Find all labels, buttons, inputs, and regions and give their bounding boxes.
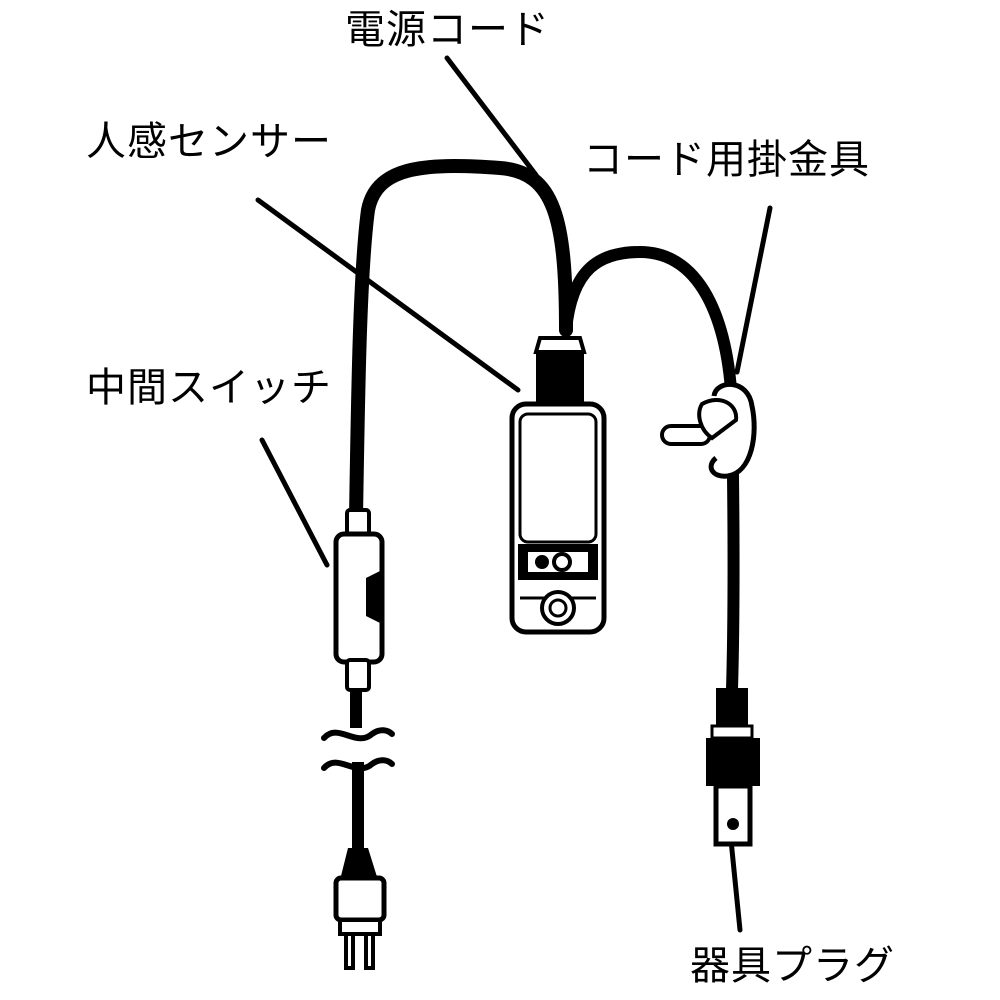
sensor-lens-inner (548, 598, 568, 618)
plug-prong-right (364, 932, 375, 970)
cord-break-mark (321, 727, 395, 772)
switch-strain-relief-bottom (345, 658, 371, 692)
sensor-dial-left (535, 555, 549, 569)
hook-plate (697, 398, 739, 441)
inline-switch (333, 508, 385, 692)
plug-prong-left (344, 932, 355, 970)
wall-plug (333, 848, 387, 970)
break-mark-top (321, 727, 395, 742)
appliance-plug-head (713, 783, 753, 847)
leader-line-power-cord (444, 55, 539, 178)
leader-line-inline-switch (259, 437, 330, 568)
label-cord-hook: コード用掛金具 (583, 137, 870, 183)
sensor-neck (536, 350, 584, 410)
plug-neck (340, 848, 378, 880)
sensor-cap (533, 336, 587, 354)
leader-line-appliance-plug (727, 827, 743, 933)
appliance-plug-ring (710, 724, 754, 740)
appliance-plug-grip (706, 738, 760, 786)
sensor-output-cord (560, 245, 740, 696)
appliance-plug (706, 688, 760, 847)
motion-sensor (509, 336, 607, 635)
leader-lines (255, 55, 773, 933)
label-motion-sensor: 人感センサー (86, 119, 332, 165)
plug-head (333, 875, 387, 923)
leader-line-motion-sensor (255, 197, 521, 393)
appliance-plug-strain-relief (716, 688, 748, 726)
sensor-window (518, 412, 598, 544)
plug-base (338, 918, 382, 936)
label-power-cord: 電源コード (345, 7, 550, 53)
break-mark-bottom (321, 757, 395, 772)
sensor-dial-right (552, 552, 572, 572)
power-cord (349, 159, 573, 525)
label-inline-switch: 中間スイッチ (86, 365, 332, 411)
leader-line-cord-hook (734, 205, 773, 375)
switch-rocker (366, 570, 382, 624)
cord-hook (660, 381, 757, 479)
appliance-plug-socket (727, 818, 739, 830)
label-appliance-plug: 器具プラグ (690, 943, 895, 989)
